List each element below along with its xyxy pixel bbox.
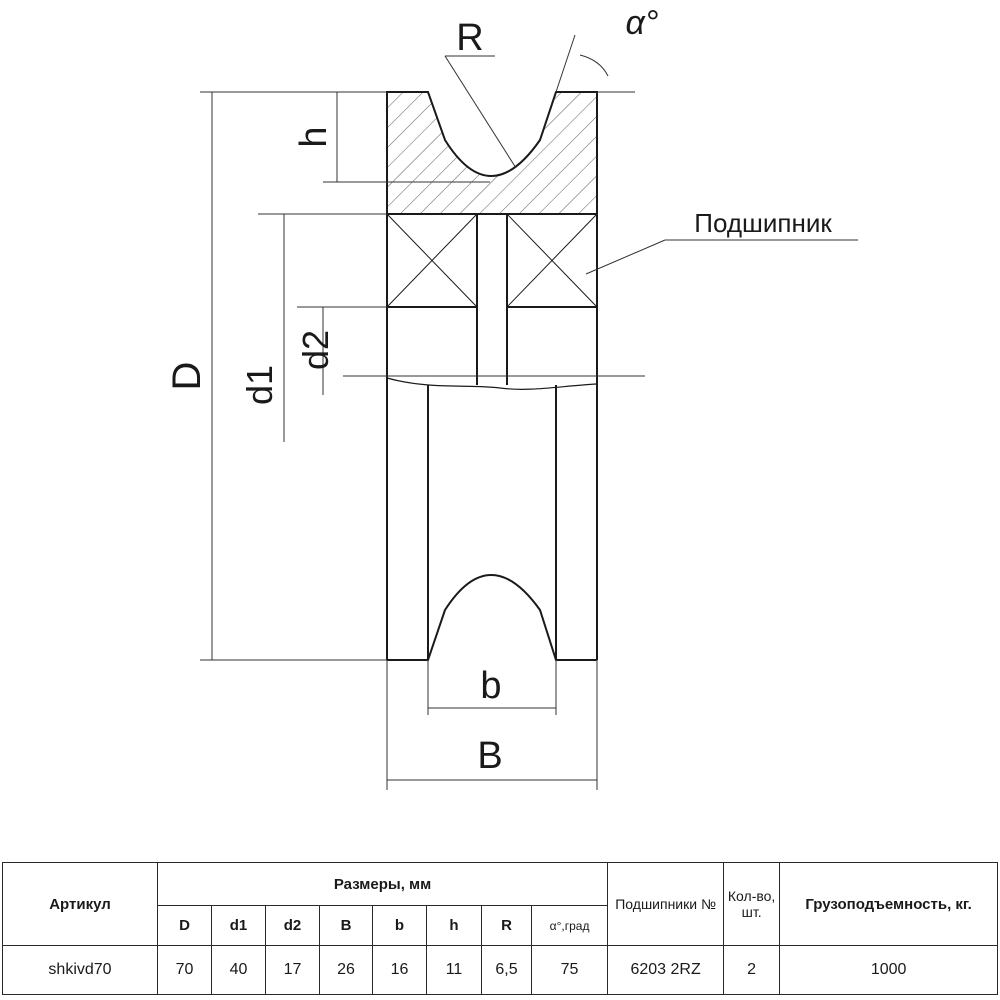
cell-d1: 40 xyxy=(211,945,266,995)
cell-b-outer: 26 xyxy=(319,945,373,995)
subheader-r: R xyxy=(481,905,532,946)
cell-d: 70 xyxy=(157,945,212,995)
subheader-d2: d2 xyxy=(265,905,320,946)
subheader-b-inner: b xyxy=(372,905,427,946)
label-alpha: α° xyxy=(626,4,659,42)
subheader-d1: d1 xyxy=(211,905,266,946)
pulley-body xyxy=(386,307,598,661)
cell-r: 6,5 xyxy=(481,945,532,995)
cell-b-inner: 16 xyxy=(372,945,427,995)
label-d1: d1 xyxy=(239,365,280,405)
label-d-outer: D xyxy=(165,362,209,391)
cell-bearing: 6203 2RZ xyxy=(607,945,725,995)
label-d2: d2 xyxy=(295,330,336,370)
label-b-inner: b xyxy=(480,665,501,707)
cell-h: 11 xyxy=(426,945,482,995)
spec-table: Артикул Размеры, мм Подшипники № Кол-во,… xyxy=(2,862,999,995)
header-article: Артикул xyxy=(2,862,158,946)
cell-d2: 17 xyxy=(265,945,320,995)
label-bearing: Подшипник xyxy=(694,208,832,238)
subheader-h: h xyxy=(426,905,482,946)
subheader-d: D xyxy=(157,905,212,946)
table-row: shkivd70 70 40 17 26 16 11 6,5 75 6203 2… xyxy=(2,945,999,995)
cell-capacity: 1000 xyxy=(779,945,999,995)
header-capacity: Грузоподъемность, кг. xyxy=(779,862,999,946)
dimension-lines xyxy=(200,34,858,790)
cell-article: shkivd70 xyxy=(2,945,158,995)
header-qty: Кол-во, шт. xyxy=(723,862,781,946)
subheader-alpha: α°,град xyxy=(530,905,609,946)
label-b-outer: B xyxy=(477,735,502,777)
cell-alpha: 75 xyxy=(530,945,609,995)
cell-qty: 2 xyxy=(723,945,781,995)
bearing-section xyxy=(386,213,598,385)
header-bearings: Подшипники № xyxy=(607,862,725,946)
label-h: h xyxy=(293,126,335,147)
subheader-b-outer: B xyxy=(319,905,373,946)
pulley-drawing: R α° h D d1 d2 Подшипник b B xyxy=(165,4,858,790)
header-dimensions: Размеры, мм xyxy=(156,862,609,906)
rim-section xyxy=(386,91,598,215)
label-r: R xyxy=(456,17,483,59)
